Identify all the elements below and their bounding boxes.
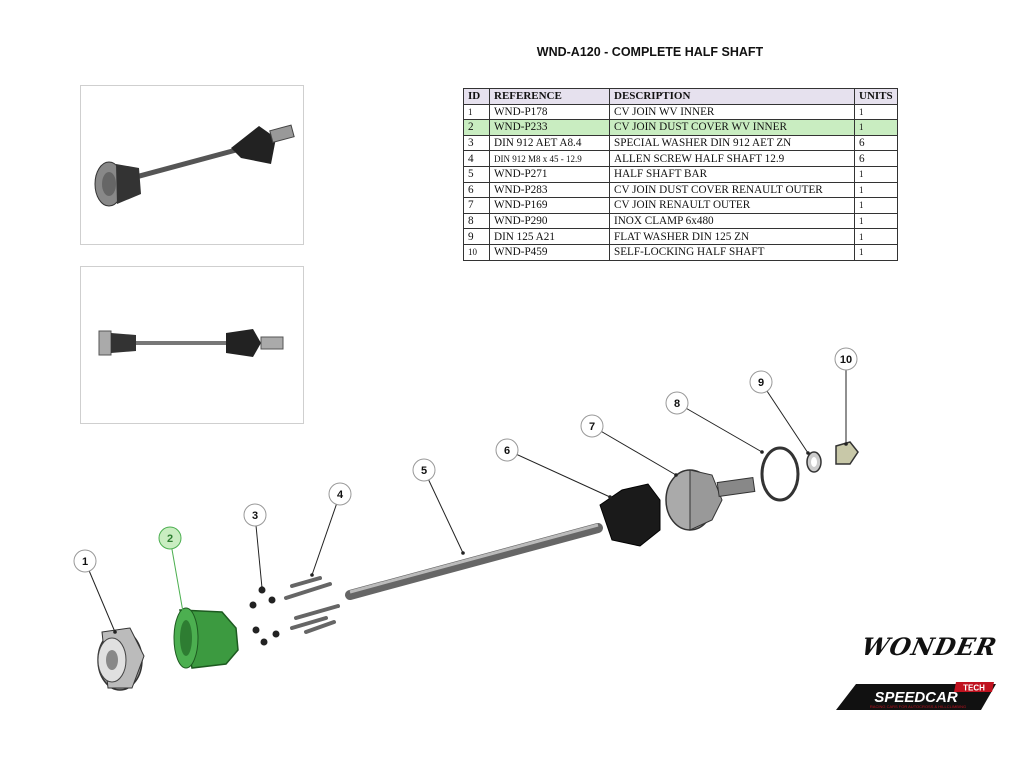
cell-units: 1: [854, 119, 898, 136]
part-5-half-shaft-bar[interactable]: [345, 523, 603, 600]
part-6-dust-cover-outer[interactable]: [599, 483, 661, 547]
page-title: WND-A120 - COMPLETE HALF SHAFT: [536, 45, 764, 59]
callout-number-7: 7: [589, 421, 595, 433]
callout-leader-5: [423, 469, 464, 554]
cell-description: SPECIAL WASHER DIN 912 AET ZN: [609, 134, 855, 152]
logo-text: SPEEDCAR: [874, 689, 958, 706]
callout-leader-9: [760, 381, 809, 454]
callout-number-3: 3: [252, 510, 258, 522]
callout-anchor-9: [806, 451, 810, 455]
callout-bubble-4[interactable]: [328, 482, 352, 506]
part-1-cv-joint-inner[interactable]: [97, 627, 145, 691]
callout-number-5: 5: [421, 465, 427, 477]
callout-bubble-7[interactable]: [580, 414, 604, 438]
callout-number-2: 2: [167, 533, 173, 545]
callout-number-9: 9: [758, 377, 764, 389]
cell-reference: WND-P459: [489, 243, 610, 261]
callout-bubble-9[interactable]: [749, 370, 773, 394]
part-2-dust-cover-inner[interactable]: [173, 607, 239, 669]
callout-bubble-8[interactable]: [665, 391, 689, 415]
wonder-wordmark: WONDER: [858, 632, 1000, 661]
speedcar-logo: TECH SPEEDCAR RACING CARS FOR AUTOCROSS …: [836, 682, 996, 710]
callout-anchor-3: [260, 586, 264, 590]
callout-anchor-7: [674, 473, 678, 477]
callout-bubble-1[interactable]: [73, 549, 97, 573]
part-7-cv-joint-outer[interactable]: [665, 469, 756, 531]
header-description: DESCRIPTION: [609, 88, 855, 105]
callout-number-6: 6: [504, 445, 510, 457]
table-header-row: ID REFERENCE DESCRIPTION UNITS: [463, 88, 898, 105]
callout-number-10: 10: [840, 354, 852, 366]
callout-anchor-5: [461, 551, 465, 555]
callout-anchor-10: [844, 442, 848, 446]
callout-number-4: 4: [337, 489, 344, 501]
part-4-allen-screws[interactable]: [284, 576, 340, 634]
cell-id: 2: [463, 119, 490, 136]
part-9-flat-washer[interactable]: [806, 451, 822, 473]
cell-id: 10: [463, 243, 490, 261]
callout-bubble-3[interactable]: [243, 503, 267, 527]
cell-reference: WND-P233: [489, 119, 610, 136]
part-3-special-washers[interactable]: [249, 586, 280, 646]
callout-leader-8: [676, 402, 763, 453]
logo-badge: TECH: [963, 684, 985, 693]
callout-bubble-5[interactable]: [412, 458, 436, 482]
cell-reference: WND-P271: [489, 165, 610, 183]
callout-leader-3: [254, 514, 263, 589]
cell-description: FLAT WASHER DIN 125 ZN: [609, 228, 855, 245]
cell-description: CV JOIN DUST COVER RENAULT OUTER: [609, 181, 855, 199]
callout-leader-2: [169, 537, 184, 613]
cell-description: SELF-LOCKING HALF SHAFT: [609, 243, 855, 261]
cell-units: 1: [854, 243, 898, 261]
callout-anchor-6: [608, 495, 612, 499]
callout-anchor-1: [113, 630, 117, 634]
callout-number-1: 1: [82, 556, 88, 568]
callout-anchor-8: [760, 450, 764, 454]
callout-leader-1: [84, 560, 116, 633]
cell-description: HALF SHAFT BAR: [609, 165, 855, 183]
callout-anchor-4: [310, 573, 314, 577]
part-10-self-locking-nut[interactable]: [835, 441, 859, 465]
header-id: ID: [463, 88, 490, 105]
callout-number-8: 8: [674, 398, 680, 410]
callout-leader-6: [506, 449, 611, 498]
callout-anchor-2: [181, 610, 185, 614]
callout-bubble-6[interactable]: [495, 438, 519, 462]
part-8-inox-clamp[interactable]: [760, 446, 800, 502]
isometric-preview: [80, 85, 304, 245]
side-preview: [80, 266, 304, 424]
callout-bubble-2[interactable]: [158, 526, 182, 550]
callout-leader-4: [311, 493, 341, 576]
callouts: 1 2 3 4 5 6 7 8 9 10: [73, 347, 858, 634]
callout-bubble-10[interactable]: [834, 347, 858, 371]
callout-leader-7: [591, 425, 677, 476]
logo-tagline: RACING CARS FOR AUTOCROSS & HILLCLIMBING: [870, 704, 966, 709]
header-units: UNITS: [854, 88, 898, 105]
